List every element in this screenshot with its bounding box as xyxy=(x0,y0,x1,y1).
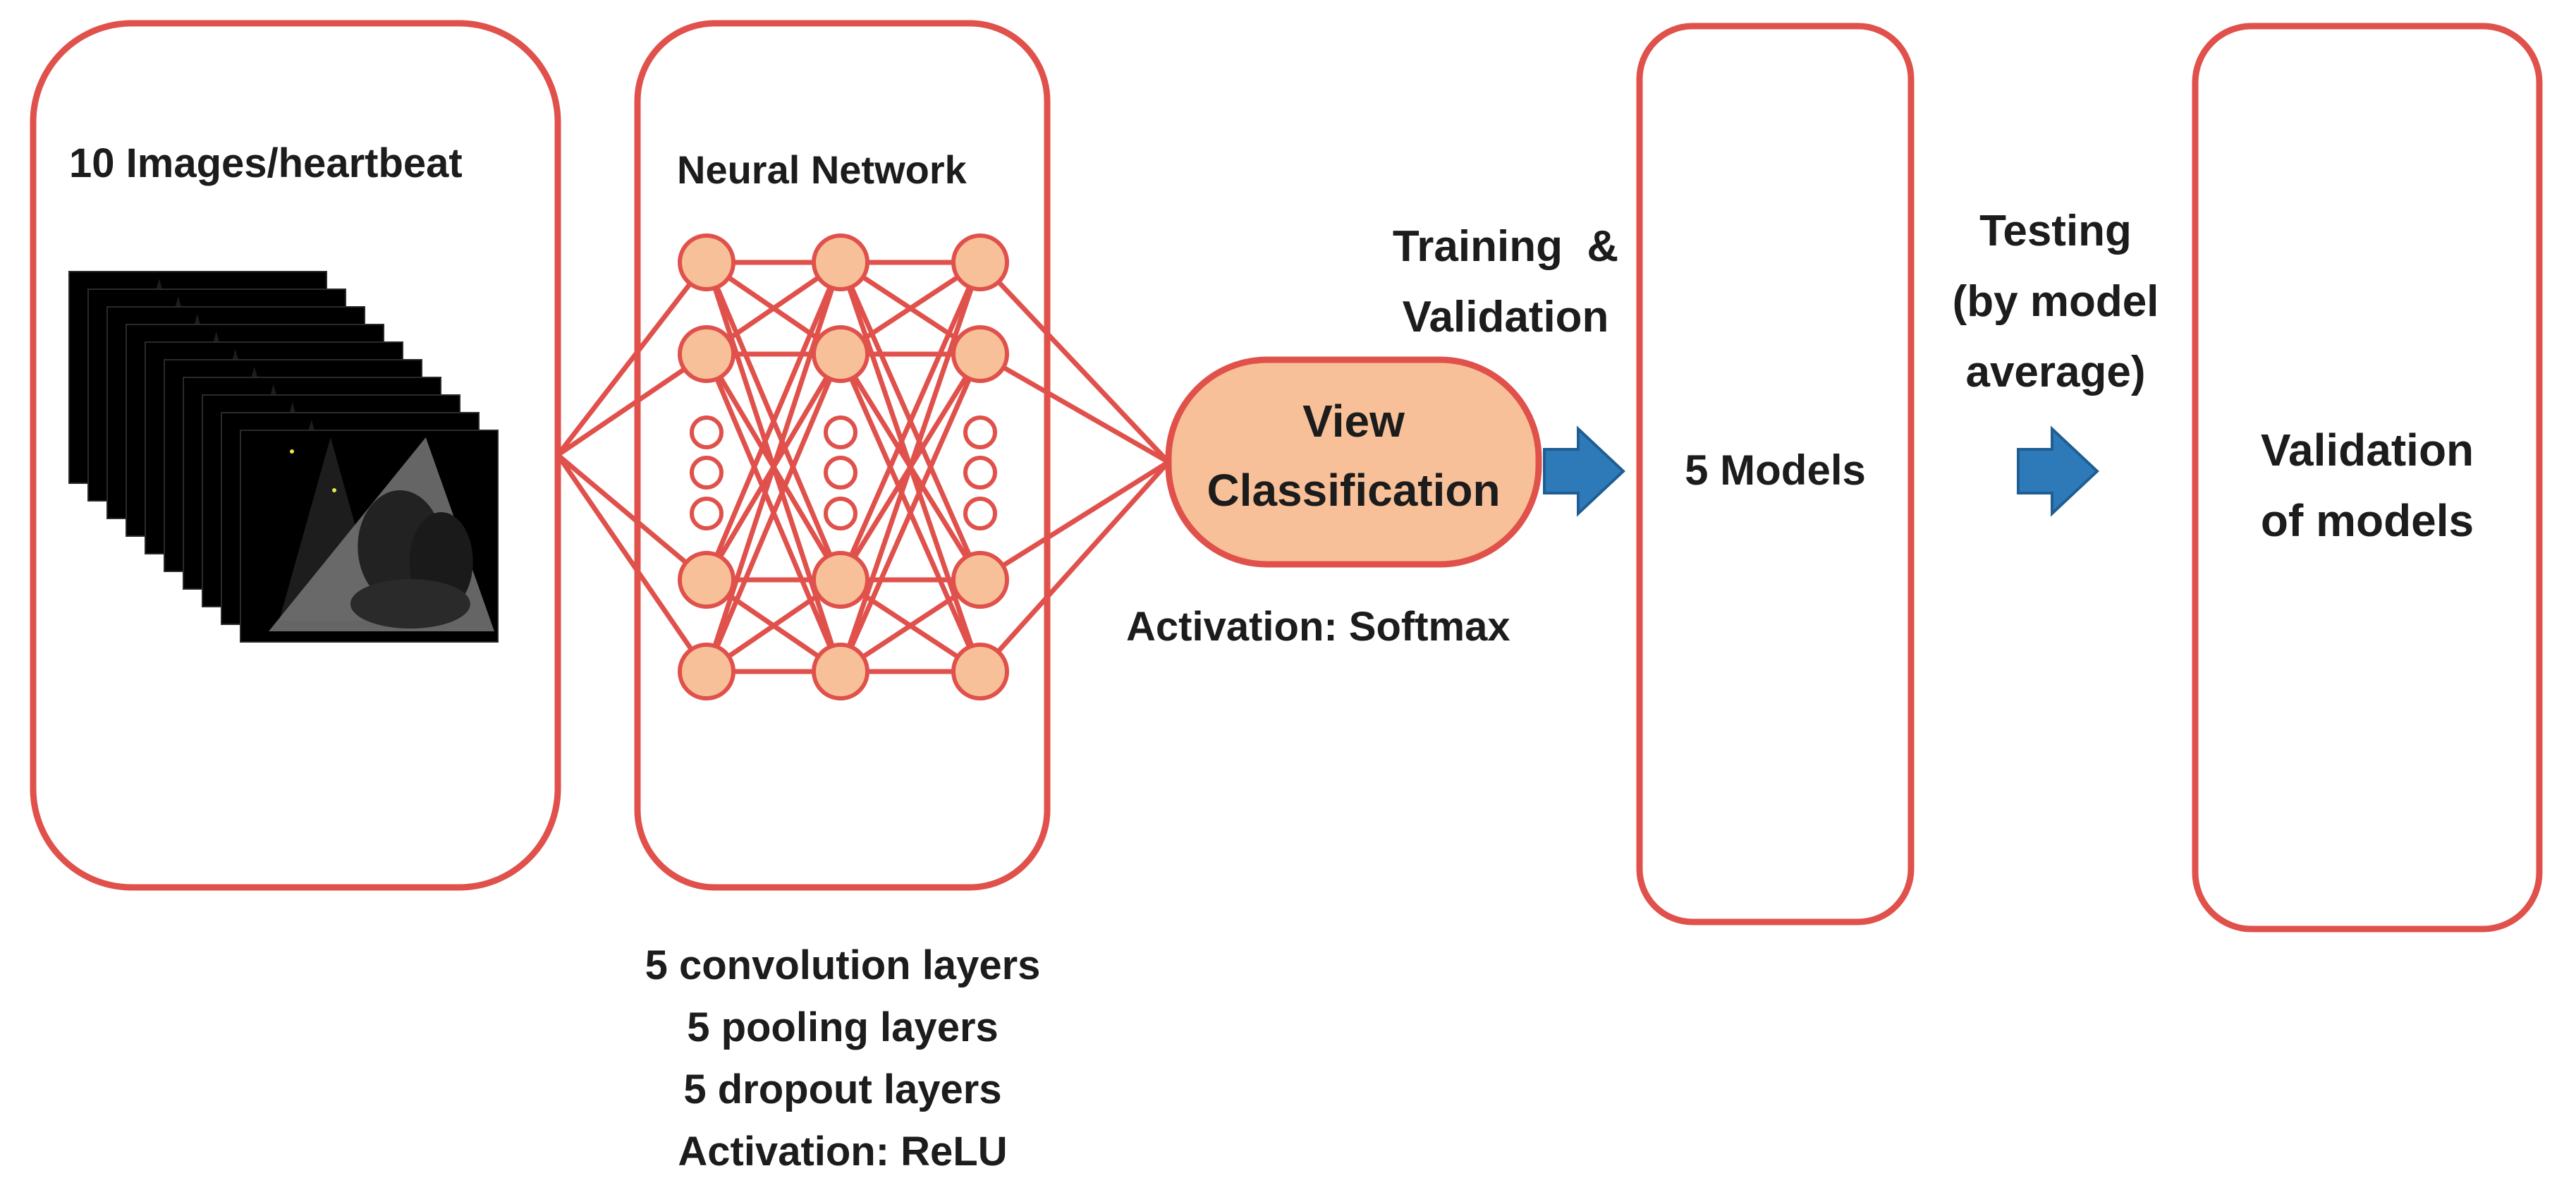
testing-label: Testing (by model average) xyxy=(1952,207,2159,396)
neuron-ellipsis xyxy=(824,497,857,530)
neuron-ellipsis xyxy=(690,456,724,490)
network-box xyxy=(634,20,1051,891)
neuron xyxy=(951,551,1009,609)
neuron-ellipsis xyxy=(963,456,997,490)
neuron-ellipsis xyxy=(824,456,857,490)
neuron xyxy=(678,643,735,700)
right-arrow-icon xyxy=(1543,425,1625,517)
echo-marker xyxy=(290,449,294,454)
network-connections xyxy=(556,260,1171,674)
layer-connection xyxy=(838,261,983,581)
input-connection xyxy=(556,454,709,673)
layer-connection xyxy=(838,261,983,673)
input-connection xyxy=(556,260,709,457)
neuron xyxy=(812,551,869,609)
neuron-ellipsis xyxy=(690,497,724,530)
view-classification-node xyxy=(1165,356,1542,568)
input-connection xyxy=(556,352,708,457)
output-connection xyxy=(978,260,1171,464)
neuron-ellipsis xyxy=(824,415,857,449)
models-box xyxy=(1636,23,1915,925)
activation-softmax-label: Activation: Softmax xyxy=(1126,604,1510,650)
input-connection xyxy=(556,453,709,582)
neuron xyxy=(678,325,735,383)
view-classification-label: View Classification xyxy=(1207,396,1501,516)
validation-box xyxy=(2192,23,2543,933)
images-box-title: 10 Images/heartbeat xyxy=(69,140,463,186)
echo-chamber xyxy=(350,579,470,629)
layer-connection xyxy=(704,261,843,673)
neuron xyxy=(678,551,735,609)
network-box-title: Neural Network xyxy=(677,147,967,192)
neuron-ellipsis xyxy=(963,497,997,530)
neuron xyxy=(678,233,735,291)
layer-connection xyxy=(838,353,983,673)
network-details: 5 convolution layers 5 pooling layers 5 … xyxy=(645,942,1041,1174)
neuron xyxy=(812,643,869,700)
neuron xyxy=(951,233,1009,291)
layer-connection xyxy=(704,261,843,581)
neuron xyxy=(812,233,869,291)
neuron-ellipsis xyxy=(963,415,997,449)
models-box-label: 5 Models xyxy=(1685,447,1866,494)
neuron xyxy=(951,325,1009,383)
echocardiogram-image-stack xyxy=(68,271,499,643)
output-connection xyxy=(978,460,1171,674)
network-neurons xyxy=(678,233,1009,700)
output-connection xyxy=(979,460,1170,582)
training-validation-label: Training & Validation xyxy=(1392,222,1619,341)
echo-marker xyxy=(332,488,336,492)
neuron xyxy=(812,325,869,383)
neuron xyxy=(951,643,1009,700)
right-arrow-icon xyxy=(2017,425,2099,517)
layer-connection xyxy=(704,353,843,673)
output-connection xyxy=(979,351,1170,465)
neuron-ellipsis xyxy=(690,415,724,449)
validation-box-label: Validation of models xyxy=(2260,425,2474,546)
